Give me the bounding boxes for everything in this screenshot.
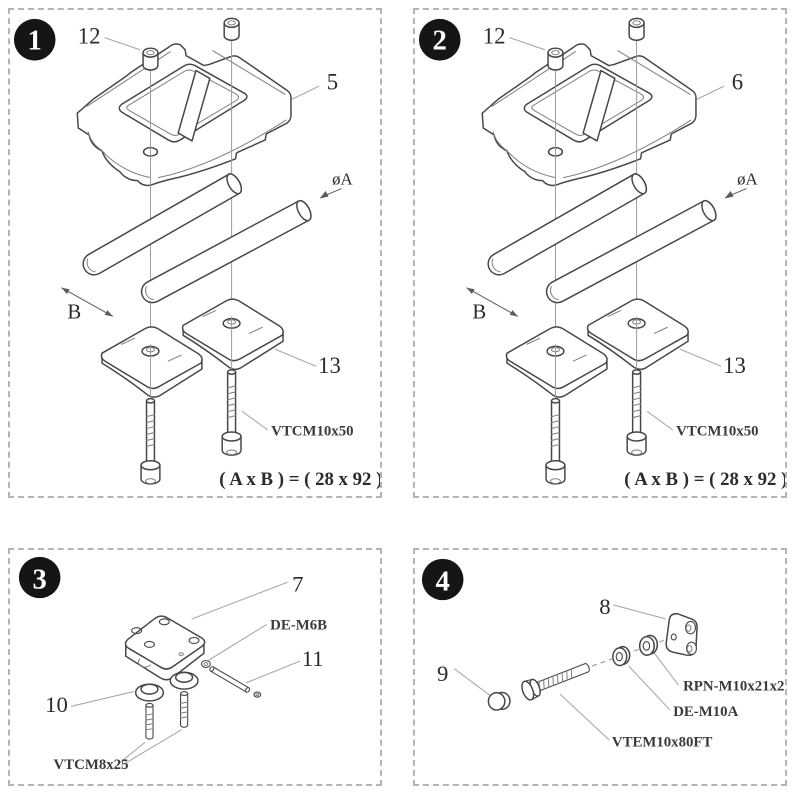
bolt-vtcm8x25: [145, 702, 154, 740]
part-code-washer-far: RPN-M10x21x2: [683, 679, 784, 695]
part-code-bolt: VTEM10x80FT: [612, 735, 713, 751]
part-code-bolt: VTCM10x50: [676, 423, 758, 439]
panel-step-4: 4 8 9 RPN-M10x21x2 DE-M10A VTEM10x80FT: [413, 548, 787, 786]
part-label-plate: 7: [292, 571, 303, 596]
end-cap-part: [487, 691, 511, 711]
washer-de-m10a: [612, 645, 631, 667]
part-code-end-nut: DE-M6B: [270, 618, 327, 634]
spacing-label: B: [67, 300, 81, 323]
dome-washer: [134, 683, 165, 702]
step-number: 2: [433, 25, 447, 57]
step-badge-disc: [18, 556, 61, 599]
part-code-bolts: VTCM8x25: [54, 757, 129, 773]
end-nut-part: [200, 660, 211, 669]
step-badge-disc: [421, 558, 464, 601]
part-label-pins: 12: [78, 24, 101, 49]
part-label-washers: 10: [45, 692, 68, 717]
spacing-label: B: [472, 300, 486, 323]
part-code-bolt: VTCM10x50: [271, 423, 353, 439]
dome-washer: [169, 671, 199, 690]
panel-step-1: 1 12 5 øA B 13 VTCM10x50 ( A x B ) = ( 2…: [8, 8, 382, 498]
part-label-base: 6: [732, 69, 743, 94]
bolt-vtem10x80ft: [521, 662, 591, 701]
panel-step-3: 3 7 DE-M6B 11 10 VTCM8x25: [8, 548, 382, 786]
panel-3-drawing: 3 7 DE-M6B 11 10 VTCM8x25: [18, 556, 327, 773]
dimension-formula: ( A x B ) = ( 28 x 92 ): [219, 469, 380, 490]
panel-step-2: 2 12 6 øA B 13 VTCM10x50 ( A x B ) = ( 2…: [413, 8, 787, 498]
panel-1-drawing: 1 12 5 øA B 13 VTCM10x50 ( A x B ) = ( 2…: [10, 10, 380, 490]
exploded-assembly-art: [419, 18, 746, 483]
part-label-cap: 9: [437, 661, 448, 686]
step-number: 1: [28, 25, 42, 57]
pin-part: [209, 666, 262, 698]
exploded-assembly-art: [14, 18, 341, 483]
part-label-plates: 13: [318, 353, 341, 378]
panel-2-drawing: 2 12 6 øA B 13 VTCM10x50 ( A x B ) = ( 2…: [415, 10, 785, 490]
step-number: 3: [33, 564, 47, 595]
diameter-label: øA: [332, 170, 353, 189]
end-bracket-part: [665, 613, 698, 657]
part-code-washer-near: DE-M10A: [673, 704, 738, 720]
diameter-label: øA: [737, 170, 758, 189]
leader-lines: [70, 581, 301, 766]
part-label-plates: 13: [723, 353, 746, 378]
adapter-plate-part: [124, 615, 206, 681]
bolt-vtcm8x25: [180, 691, 189, 728]
part-label-bracket: 8: [599, 594, 610, 619]
step-number: 4: [436, 566, 450, 597]
leader-lines: [454, 604, 679, 741]
part-label-pin: 11: [302, 646, 324, 671]
panel-4-drawing: 4 8 9 RPN-M10x21x2 DE-M10A VTEM10x80FT: [421, 558, 784, 751]
washer-rpn-m10x21x2: [638, 634, 659, 656]
part-label-pins: 12: [483, 24, 506, 49]
assembly-axis: [591, 638, 670, 667]
dimension-formula: ( A x B ) = ( 28 x 92 ): [624, 469, 785, 490]
part-label-base: 5: [327, 69, 338, 94]
